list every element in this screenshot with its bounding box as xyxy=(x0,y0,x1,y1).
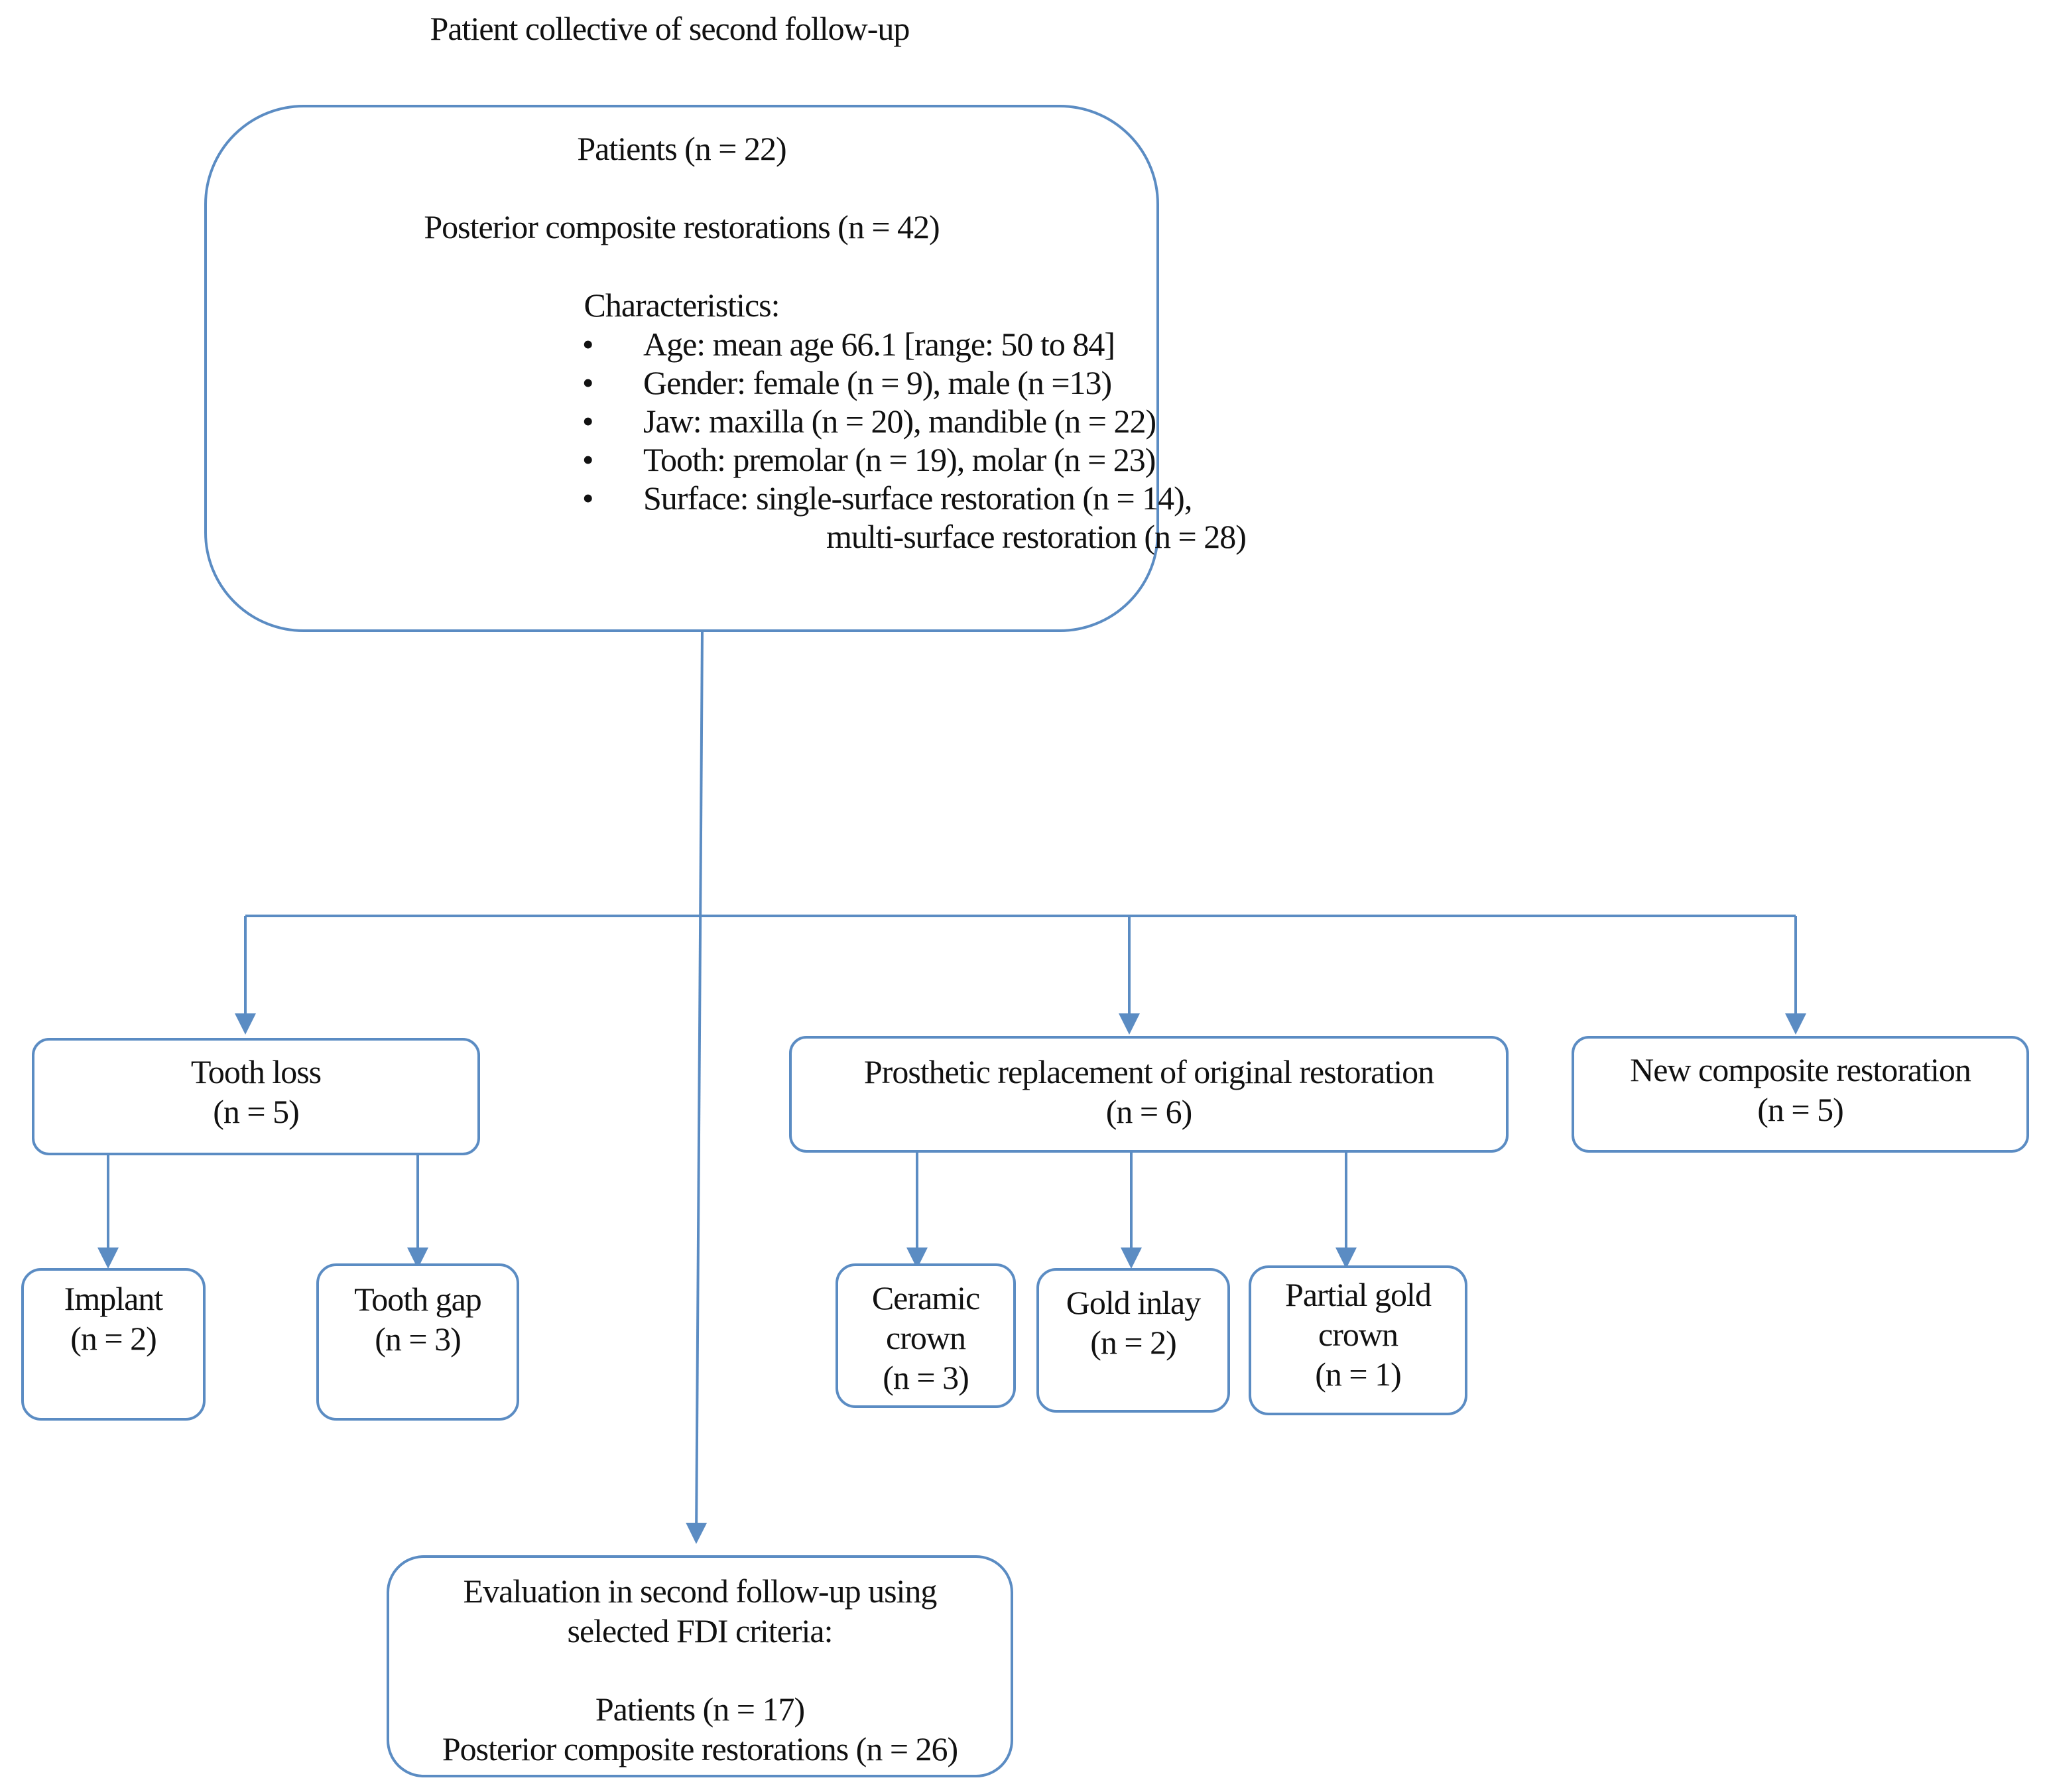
characteristic-gender: •Gender: female (n = 9), male (n =13) xyxy=(582,364,1112,401)
characteristic-jaw: •Jaw: maxilla (n = 20), mandible (n = 22… xyxy=(582,403,1156,440)
tooth-gap-box: Tooth gap (n = 3) xyxy=(316,1263,519,1421)
restorations-count: Posterior composite restorations (n = 42… xyxy=(424,208,940,245)
patients-box: Patients (n = 22) Posterior composite re… xyxy=(204,105,1247,632)
new-composite-label: New composite restoration xyxy=(1630,1051,1971,1088)
prosthetic-label: Prosthetic replacement of original resto… xyxy=(863,1053,1434,1090)
ceramic-crown-label-line1: Ceramic xyxy=(871,1279,980,1316)
tooth-loss-box: Tooth loss (n = 5) xyxy=(32,1038,480,1155)
prosthetic-count: (n = 6) xyxy=(1105,1093,1193,1130)
partial-gold-crown-count: (n = 1) xyxy=(1315,1356,1402,1393)
evaluation-line1: Evaluation in second follow-up using xyxy=(463,1572,938,1610)
diagram-title: Patient collective of second follow-up xyxy=(430,10,910,47)
tooth-gap-count: (n = 3) xyxy=(375,1320,462,1358)
tooth-loss-label: Tooth loss xyxy=(190,1053,322,1090)
partial-gold-crown-label-line1: Partial gold xyxy=(1285,1276,1432,1313)
characteristic-surface-continuation: multi-surface restoration (n = 28) xyxy=(826,518,1247,555)
tooth-gap-label: Tooth gap xyxy=(354,1281,482,1318)
new-composite-count: (n = 5) xyxy=(1757,1091,1844,1128)
new-composite-box: New composite restoration (n = 5) xyxy=(1572,1036,2029,1153)
tooth-loss-count: (n = 5) xyxy=(213,1093,300,1130)
patients-count: Patients (n = 22) xyxy=(577,130,786,167)
implant-count: (n = 2) xyxy=(70,1320,157,1357)
characteristics-list: •Age: mean age 66.1 [range: 50 to 84] •G… xyxy=(207,325,1247,556)
ceramic-crown-label-line2: crown xyxy=(886,1319,966,1356)
ceramic-crown-box: Ceramic crown (n = 3) xyxy=(836,1263,1016,1408)
ceramic-crown-count: (n = 3) xyxy=(883,1359,969,1396)
prosthetic-replacement-box: Prosthetic replacement of original resto… xyxy=(789,1036,1509,1153)
characteristic-surface: •Surface: single-surface restoration (n … xyxy=(582,480,1247,555)
main-to-evaluation-arrow xyxy=(686,631,708,1544)
evaluation-patients: Patients (n = 17) xyxy=(595,1691,805,1728)
characteristics-heading: Characteristics: xyxy=(584,287,780,324)
characteristic-age: •Age: mean age 66.1 [range: 50 to 84] xyxy=(582,326,1115,363)
gold-inlay-label: Gold inlay xyxy=(1066,1284,1201,1321)
partial-gold-crown-label-line2: crown xyxy=(1318,1316,1398,1353)
evaluation-line2: selected FDI criteria: xyxy=(567,1612,833,1649)
gold-inlay-box: Gold inlay (n = 2) xyxy=(1036,1268,1230,1413)
gold-inlay-count: (n = 2) xyxy=(1090,1324,1177,1361)
implant-label: Implant xyxy=(64,1280,164,1317)
implant-box: Implant (n = 2) xyxy=(21,1268,206,1421)
evaluation-restorations: Posterior composite restorations (n = 26… xyxy=(442,1730,958,1767)
evaluation-box: Evaluation in second follow-up using sel… xyxy=(387,1555,1013,1777)
characteristic-tooth: •Tooth: premolar (n = 19), molar (n = 23… xyxy=(582,441,1156,478)
partial-gold-crown-box: Partial gold crown (n = 1) xyxy=(1249,1265,1467,1415)
